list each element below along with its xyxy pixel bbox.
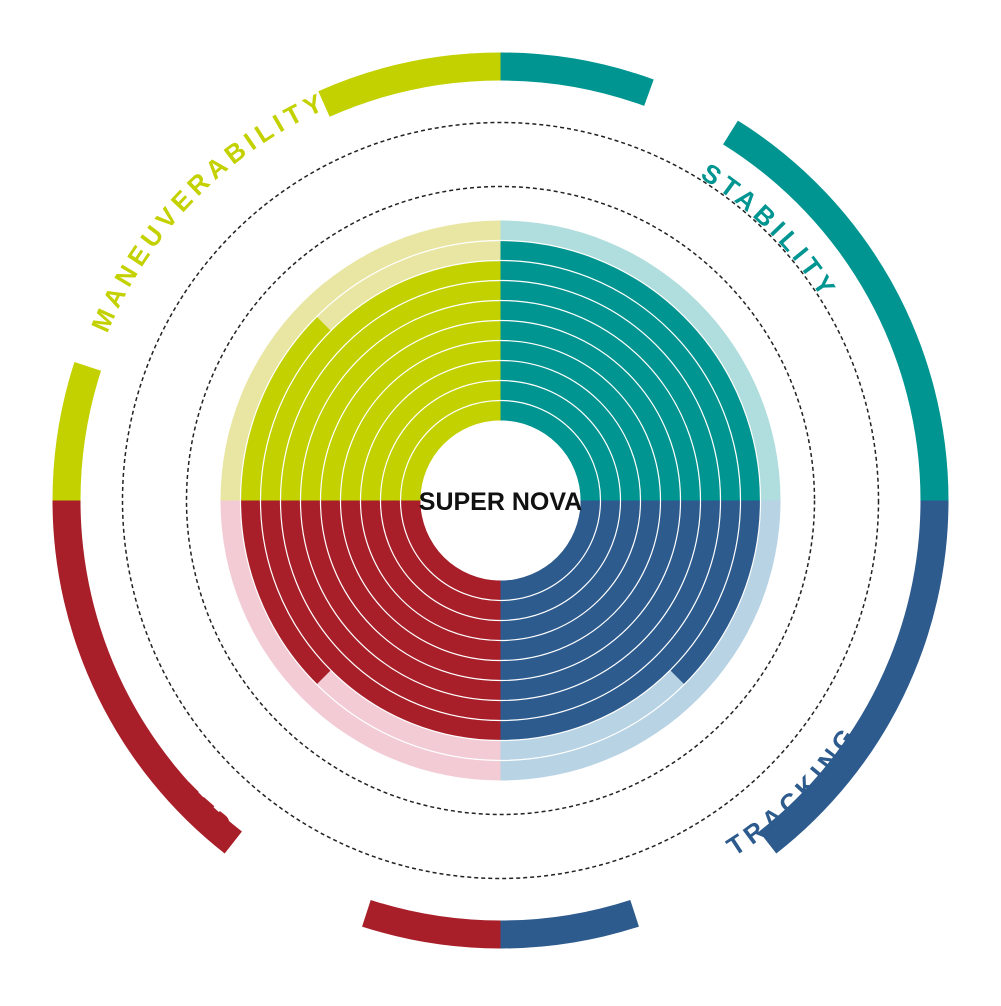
grid-ring — [339, 339, 662, 662]
category-label-stability-text: STABILITY — [696, 157, 839, 305]
value-sector-speed — [260, 500, 501, 741]
dashed-ring-inner — [185, 185, 816, 816]
category-label-speed: SPEED — [142, 744, 241, 843]
outer-arc-tracking-1 — [500, 899, 639, 949]
outer-arc-tracking-0 — [759, 500, 949, 854]
dashed-guide-rings — [121, 121, 880, 880]
value-sector-maneuverability — [260, 260, 501, 501]
grid-rings — [239, 239, 762, 762]
outer-arc-maneuverability-0 — [52, 362, 102, 501]
category-label-stability: STABILITY — [696, 157, 844, 305]
grid-ring — [399, 399, 602, 602]
value-sectors — [240, 240, 761, 741]
grid-ring — [279, 279, 722, 722]
grid-ring — [379, 379, 622, 622]
outer-arc-speed-0 — [362, 899, 501, 949]
value-partial-maneuverability — [240, 316, 331, 501]
category-label-speed-text: SPEED — [142, 744, 236, 843]
grid-ring — [299, 299, 702, 702]
outer-category-arcs — [52, 52, 949, 949]
grid-ring — [239, 239, 762, 762]
outer-arc-maneuverability-1 — [318, 52, 501, 117]
outer-arc-stability-1 — [723, 120, 949, 501]
center-title: SUPER NOVA — [419, 488, 582, 516]
center-hole — [420, 420, 581, 581]
value-sector-tracking — [500, 500, 741, 741]
dashed-ring-outer — [121, 121, 880, 880]
outer-arc-stability-0 — [500, 52, 654, 106]
grid-ring — [259, 259, 742, 742]
grid-ring — [359, 359, 642, 642]
value-partial-tracking — [670, 500, 761, 685]
value-partial-speed — [240, 500, 331, 685]
value-sector-stability — [500, 240, 761, 501]
outer-arc-speed-1 — [52, 500, 242, 854]
category-label-maneuverability: MANEUVERABILITY — [85, 86, 332, 337]
grid-ring — [319, 319, 682, 682]
category-label-maneuverability-text: MANEUVERABILITY — [85, 86, 327, 337]
